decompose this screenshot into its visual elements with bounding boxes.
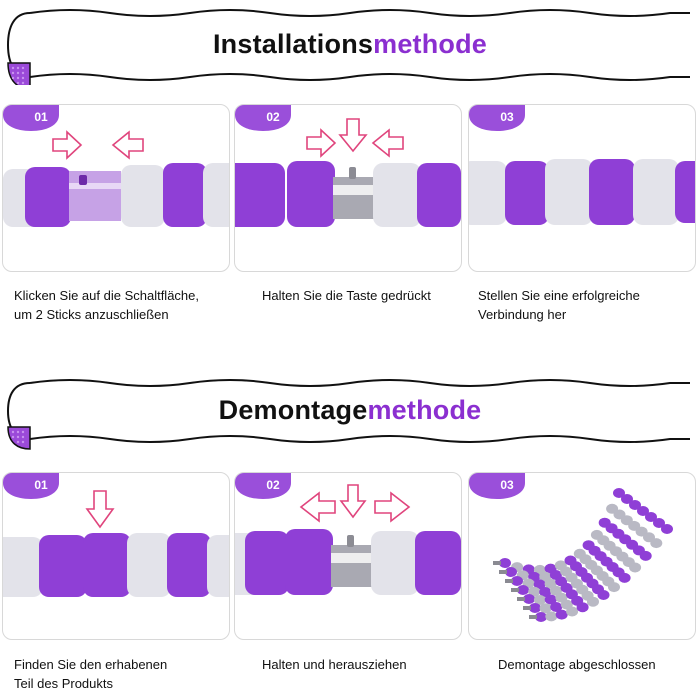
step-badge-shape [235,105,291,131]
step-badge-shape [3,473,59,499]
caption-line: Finden Sie den erhabenen [14,657,168,672]
installation-step-1-card: 01 [2,104,230,272]
caption-line: Halten Sie die Taste gedrückt [262,288,431,303]
caption-line: Teil des Produkts [14,676,113,691]
removal-title: Demontagemethode [0,395,700,426]
step-badge-shape [469,473,525,499]
arrow-down-icon [85,490,115,529]
step-badge-shape [235,473,291,499]
removal-step-2-card: 02 [234,472,462,640]
step-illustration-press [235,118,461,227]
removal-step-3-card: 03 [468,472,696,640]
arrow-right-icon [306,128,337,158]
caption-line: Halten und herausziehen [262,657,407,672]
installation-step-2-card: 02 [234,104,462,272]
arrow-down-icon [338,118,368,153]
step-badge-shape [469,105,525,131]
step-illustration-connected [469,159,695,225]
arrow-left-icon [299,491,336,523]
arrow-down-icon [339,484,367,519]
arrow-left-icon [111,130,144,160]
step-number: 03 [500,478,514,492]
scroll-banner-shape [6,379,690,450]
step-illustration-disassembled [493,488,673,622]
step-number: 02 [266,110,280,124]
step-number: 02 [266,478,280,492]
step-illustration-connect [3,130,229,227]
caption-line: um 2 Sticks anzuschließen [14,307,169,322]
caption-line: Demontage abgeschlossen [498,657,656,672]
step-number: 03 [500,110,514,124]
removal-step-1-card: 01 [2,472,230,640]
removal-step-2-caption: Halten und herausziehen [262,655,407,674]
step-badge-shape [3,105,59,131]
removal-step-3-caption: Demontage abgeschlossen [498,655,656,674]
installation-step-3-caption: Stellen Sie eine erfolgreiche Verbindung… [478,286,640,324]
arrow-right-icon [374,491,411,523]
caption-line: Stellen Sie eine erfolgreiche [478,288,640,303]
installation-step-3-card: 03 [468,104,696,272]
removal-step-1-caption: Finden Sie den erhabenen Teil des Produk… [14,655,167,693]
step-illustration-locate [3,490,229,597]
step-number: 01 [34,478,48,492]
caption-line: Verbindung her [478,307,567,322]
hoop-segment [517,512,657,605]
step-illustration-pull [235,484,461,595]
scroll-banner-shape [6,9,690,85]
arrow-left-icon [371,128,404,158]
installation-banner: Installationsmethode [0,5,700,85]
installation-step-1-caption: Klicken Sie auf die Schaltfläche, um 2 S… [14,286,199,324]
installation-title-main: Installations [212,29,374,59]
hoop-segment [529,524,673,622]
arrow-right-icon [52,130,83,160]
installation-title: Installationsmethode [0,29,700,60]
installation-step-2-caption: Halten Sie die Taste gedrückt [262,286,431,305]
installation-title-accent: methode [373,29,488,59]
removal-title-main: Demontage [218,395,368,425]
removal-banner: Demontagemethode [0,375,700,455]
step-number: 01 [34,110,48,124]
removal-title-accent: methode [367,395,482,425]
caption-line: Klicken Sie auf die Schaltfläche, [14,288,199,303]
